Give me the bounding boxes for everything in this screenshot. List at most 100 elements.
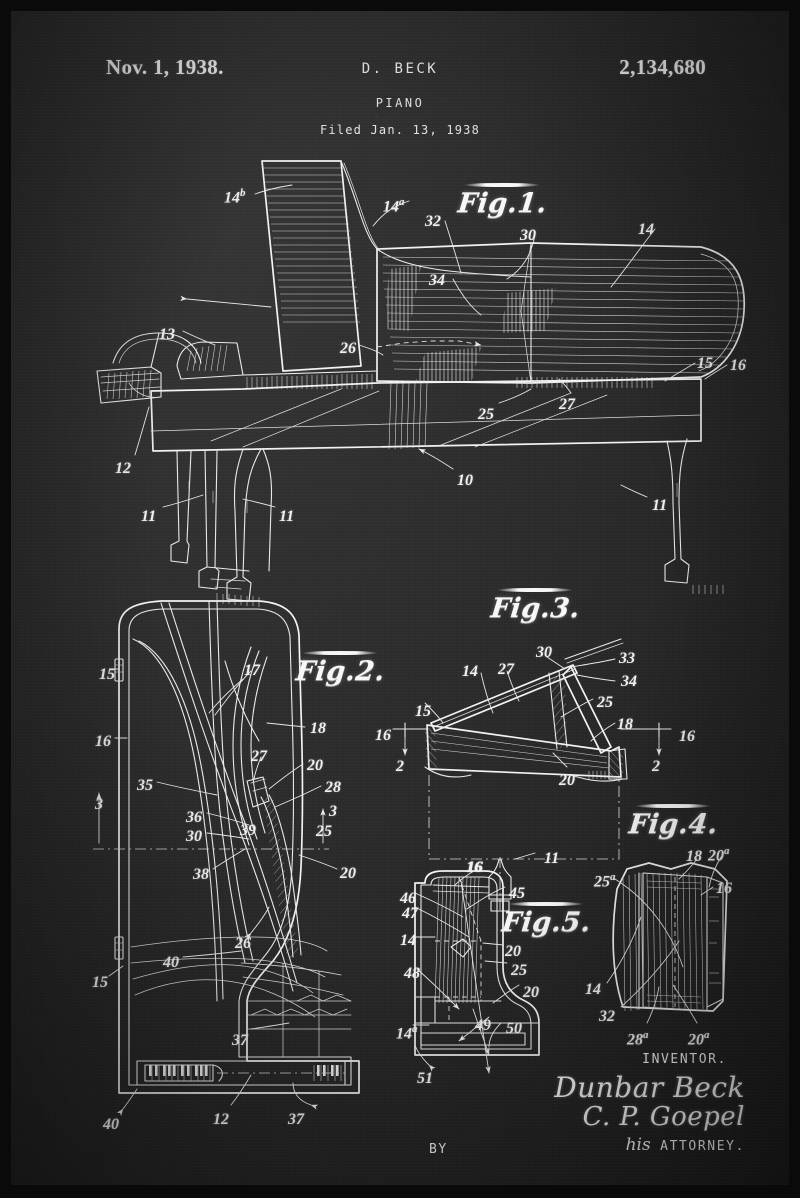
ref-numeral-49: 49 xyxy=(475,1017,491,1034)
ref-numeral-26: 26 xyxy=(340,340,356,357)
fig5-strings xyxy=(435,877,479,1003)
ref-numeral-46: 46 xyxy=(400,890,416,907)
fig3-hidden-body-outline xyxy=(429,775,619,859)
inventor-label: INVENTOR. xyxy=(642,1052,727,1067)
ref-numeral-32: 32 xyxy=(425,213,441,230)
ref-numeral-14a: 14a xyxy=(383,196,405,216)
ref-numeral-30: 30 xyxy=(186,828,202,845)
attorney-label-prefix: his xyxy=(625,1135,651,1155)
ref-numeral-45: 45 xyxy=(509,885,525,902)
ref-numeral-14a: 14a xyxy=(396,1023,418,1043)
ref-numeral-13: 13 xyxy=(159,326,175,343)
fig2-ribs xyxy=(247,963,351,1057)
ref-numeral-16: 16 xyxy=(466,859,482,876)
fig2-braces xyxy=(133,601,297,1001)
fig2-black-keys xyxy=(149,1065,339,1076)
fig1-keyboard-end-12 xyxy=(97,333,201,403)
fig1-dashed-indicator xyxy=(377,341,482,347)
ref-numeral-14: 14 xyxy=(585,981,601,998)
ref-numeral-35: 35 xyxy=(137,777,153,794)
ref-numeral-34: 34 xyxy=(621,673,637,690)
ref-numeral-14: 14 xyxy=(638,221,654,238)
ref-numeral-28: 28 xyxy=(325,779,341,796)
fig2-white-key-lines xyxy=(152,1065,341,1081)
signature-block: INVENTOR. Dunbar Beck C. P. Goepel his A… xyxy=(554,1052,745,1155)
ref-numeral-11: 11 xyxy=(544,850,560,867)
ref-numeral-37: 37 xyxy=(288,1111,304,1128)
ref-numeral-16: 16 xyxy=(730,357,746,374)
ref-numeral-2: 2 xyxy=(396,758,404,775)
ref-numeral-50: 50 xyxy=(506,1020,522,1037)
ref-numeral-27: 27 xyxy=(251,748,267,765)
ref-numeral-15: 15 xyxy=(92,974,108,991)
attorney-label-text: ATTORNEY. xyxy=(660,1139,745,1154)
ref-numeral-25: 25 xyxy=(597,694,613,711)
ref-numeral-25: 25 xyxy=(511,962,527,979)
ref-numeral-16: 16 xyxy=(716,880,732,897)
fig2-leaders xyxy=(109,669,337,1117)
fig1-lid-14b xyxy=(262,161,531,371)
ref-numeral-38: 38 xyxy=(193,866,209,883)
fig2-hinges-15 xyxy=(115,659,123,959)
ref-numeral-15: 15 xyxy=(99,666,115,683)
ref-numeral-16: 16 xyxy=(375,727,391,744)
ref-numeral-26: 26 xyxy=(235,935,251,952)
ref-numeral-18: 18 xyxy=(310,720,326,737)
ref-numeral-30: 30 xyxy=(536,644,552,661)
patent-date: Nov. 1, 1938. xyxy=(106,55,224,79)
ref-numeral-20: 20 xyxy=(340,865,356,882)
fig4-strings xyxy=(623,873,703,1011)
ref-numeral-12: 12 xyxy=(213,1111,229,1128)
ref-numeral-3: 3 xyxy=(329,803,337,820)
attorney-signature: C. P. Goepel xyxy=(582,1102,745,1132)
fig2-detail-block-39 xyxy=(247,777,301,959)
figure-5-caption: Fig.5. xyxy=(500,907,593,938)
ref-numeral-40: 40 xyxy=(103,1116,119,1133)
ref-numeral-16: 16 xyxy=(467,859,483,876)
figure-2-caption: Fig.2. xyxy=(294,656,387,687)
ref-numeral-20: 20 xyxy=(559,772,575,789)
ref-numeral-17: 17 xyxy=(244,662,260,679)
figure-3-caption: Fig.3. xyxy=(489,593,582,624)
ref-numeral-11: 11 xyxy=(279,508,295,525)
attorney-label: his ATTORNEY. xyxy=(554,1135,745,1155)
ref-numeral-20: 20 xyxy=(523,984,539,1001)
ref-numeral-3: 3 xyxy=(95,796,103,813)
fig1-case-body xyxy=(151,379,701,451)
inventor-signature: Dunbar Beck xyxy=(554,1071,745,1104)
ref-numeral-15: 15 xyxy=(415,703,431,720)
figure-3-end-section xyxy=(393,639,671,911)
ref-numeral-40: 40 xyxy=(163,954,179,971)
ref-numeral-12: 12 xyxy=(115,460,131,477)
patent-number: 2,134,680 xyxy=(619,55,706,79)
ref-numeral-20: 20 xyxy=(505,943,521,960)
patent-drawings xyxy=(11,11,789,1117)
ref-numeral-30: 30 xyxy=(520,227,536,244)
fig2-lower-bracing xyxy=(131,937,343,1017)
ref-numeral-15: 15 xyxy=(697,355,713,372)
ref-numeral-48: 48 xyxy=(404,965,420,982)
ref-numeral-14b: 14b xyxy=(224,187,246,207)
fig1-leaders xyxy=(135,185,727,507)
ref-numeral-20: 20 xyxy=(307,757,323,774)
ref-numeral-33: 33 xyxy=(619,650,635,667)
ref-numeral-39: 39 xyxy=(240,822,256,839)
figure-4-rear-elevation xyxy=(607,857,727,1023)
ref-numeral-18: 18 xyxy=(686,848,702,865)
invention-title: PIANO xyxy=(375,96,425,110)
ref-numeral-27: 27 xyxy=(498,661,514,678)
ref-numeral-20a: 20a xyxy=(688,1029,710,1049)
fig4-detail-marks xyxy=(647,881,721,1003)
fig2-keyboard xyxy=(137,1061,345,1085)
fig1-hatch-panels xyxy=(385,265,556,383)
ref-numeral-16: 16 xyxy=(95,733,111,750)
ref-numeral-37: 37 xyxy=(232,1032,248,1049)
by-label: BY xyxy=(429,1142,448,1157)
ref-numeral-20a: 20a xyxy=(708,845,730,865)
figure-5-pillar-section xyxy=(413,869,539,1073)
fig4-leaders xyxy=(607,857,721,1023)
ref-numeral-2: 2 xyxy=(652,758,660,775)
ref-numeral-18: 18 xyxy=(617,716,633,733)
fig3-leaders xyxy=(425,657,615,859)
